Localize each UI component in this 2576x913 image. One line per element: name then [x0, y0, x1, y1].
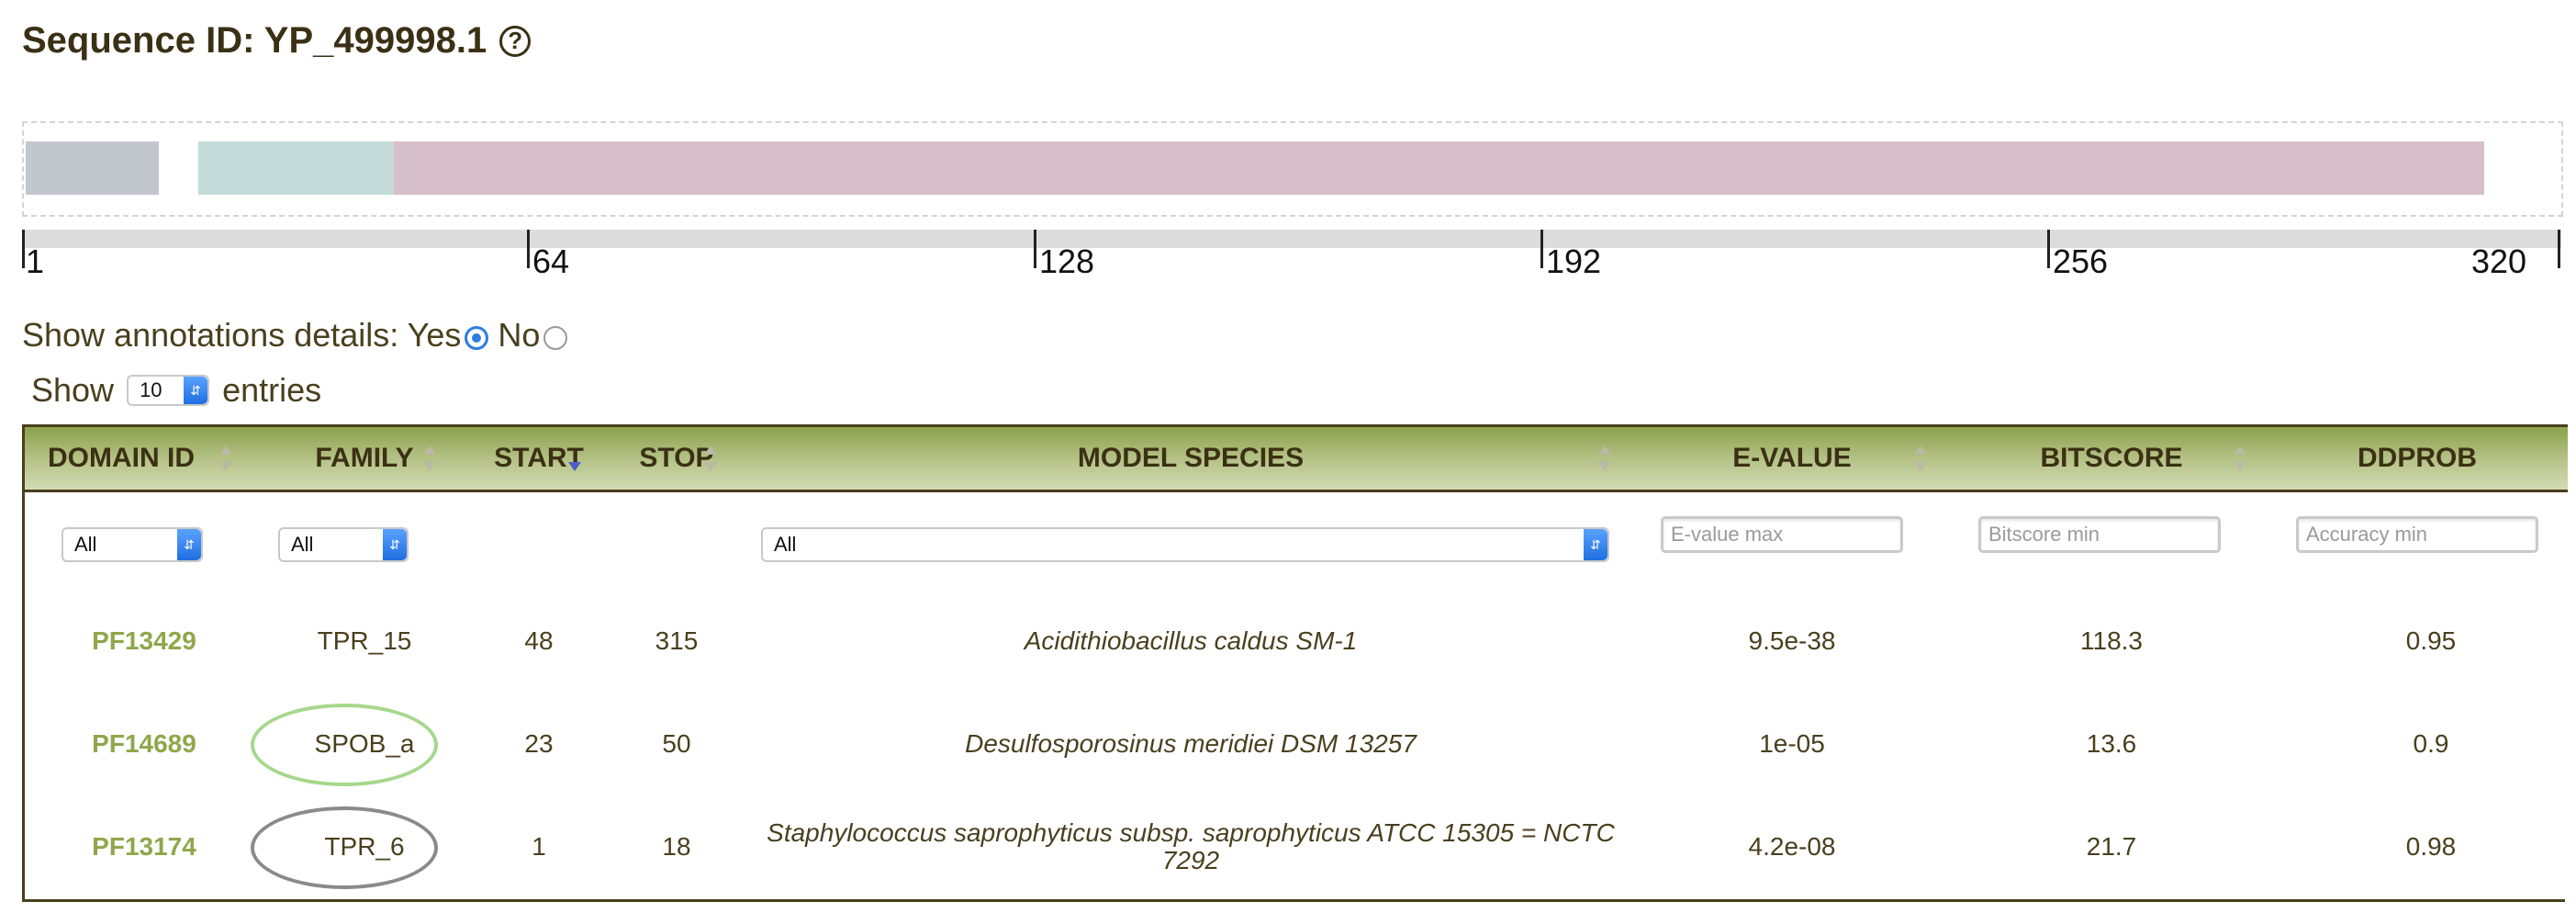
bitscore-cell: 118.3: [2080, 626, 2143, 655]
ruler-tick: [2047, 230, 2050, 268]
evalue-max-input[interactable]: [1661, 516, 1903, 553]
annotations-label: Show annotations details: Yes: [22, 316, 462, 354]
col-header-domain-id[interactable]: DOMAIN ID: [25, 427, 218, 490]
ruler-label: 1: [26, 242, 45, 280]
table-header: DOMAIN ID FAMILY START STOP MODEL SPECIE…: [25, 424, 2568, 492]
chevron-updown-icon: ⇵: [184, 377, 208, 404]
domains-table: DOMAIN ID FAMILY START STOP MODEL SPECIE…: [22, 424, 2568, 902]
sort-icon[interactable]: [219, 445, 232, 471]
annotations-toggle: Show annotations details: Yes No: [22, 316, 577, 355]
col-header-stop[interactable]: STOP: [612, 427, 741, 490]
model-species-cell: Acidithiobacillus caldus SM-1: [1024, 626, 1358, 655]
start-cell: 1: [532, 832, 546, 861]
col-header-start[interactable]: START: [475, 427, 603, 490]
col-header-label: BITSCORE: [2040, 443, 2183, 473]
ruler-line: [22, 230, 2561, 248]
domain-id-link[interactable]: PF13429: [92, 626, 196, 655]
ddprob-cell: 0.95: [2405, 626, 2457, 655]
model-species-cell: Desulfosporosinus meridiei DSM 13257: [965, 729, 1417, 758]
ddprob-cell: 0.98: [2405, 832, 2457, 861]
ruler-label: 192: [1546, 242, 1602, 280]
ruler-tick: [22, 230, 25, 268]
ruler-tick: [527, 230, 530, 268]
model-species-filter-select[interactable]: All ⇵: [761, 527, 1609, 562]
entries-select-value: 10: [140, 378, 162, 401]
chevron-updown-icon: ⇵: [383, 529, 407, 560]
family-cell: TPR_15: [317, 626, 412, 655]
sort-icon[interactable]: [704, 445, 717, 471]
col-header-label: STOP: [639, 443, 714, 473]
bitscore-cell: 13.6: [2086, 729, 2137, 758]
show-entries-suffix: entries: [222, 371, 322, 409]
model-species-cell: Staphylococcus saprophyticus subsp. sapr…: [767, 818, 1615, 874]
chevron-updown-icon: ⇵: [177, 529, 201, 560]
ruler-label: 320: [2471, 242, 2527, 280]
ruler-label: 64: [532, 242, 570, 280]
stop-cell: 315: [655, 626, 699, 655]
col-header-label: DOMAIN ID: [48, 443, 195, 473]
filter-value: All: [774, 533, 797, 556]
sequence-domain-map: [22, 121, 2563, 217]
col-header-bitscore[interactable]: BITSCORE: [1960, 427, 2263, 490]
sort-icon[interactable]: [1914, 445, 1927, 471]
show-entries-prefix: Show: [31, 371, 115, 409]
evalue-cell: 1e-05: [1759, 729, 1825, 758]
ruler-tick: [2558, 230, 2560, 268]
domain-id-filter-select[interactable]: All ⇵: [62, 527, 203, 562]
annotations-no-radio[interactable]: [543, 326, 568, 350]
start-cell: 48: [524, 626, 554, 655]
col-header-label: FAMILY: [315, 443, 414, 473]
start-cell: 23: [524, 729, 554, 758]
family-cell: TPR_6: [324, 832, 405, 861]
filter-value: All: [74, 533, 97, 556]
col-header-label: MODEL SPECIES: [1077, 443, 1305, 473]
page-title: Sequence ID: YP_499998.1 ?: [22, 20, 532, 62]
sequence-id-title: Sequence ID: YP_499998.1: [22, 20, 487, 61]
accuracy-min-input[interactable]: [2296, 516, 2538, 553]
ruler-label: 256: [2053, 242, 2109, 280]
ruler-tick: [1034, 230, 1036, 268]
sort-desc-icon[interactable]: [568, 445, 581, 471]
stop-cell: 18: [662, 832, 691, 861]
annotations-yes-radio[interactable]: [465, 326, 489, 350]
annotations-no-label: No: [498, 316, 541, 354]
entries-select[interactable]: 10 ⇵: [127, 375, 210, 406]
chevron-updown-icon: ⇵: [1584, 529, 1607, 560]
ruler-label: 128: [1039, 242, 1095, 280]
sort-icon[interactable]: [1598, 445, 1611, 471]
domain-id-link[interactable]: PF13174: [92, 832, 196, 861]
col-header-model-species[interactable]: MODEL SPECIES: [750, 427, 1631, 490]
bitscore-min-input[interactable]: [1978, 516, 2221, 553]
help-icon[interactable]: ?: [499, 25, 532, 57]
filter-value: All: [291, 533, 314, 556]
bitscore-cell: 21.7: [2086, 832, 2137, 861]
domain-bar-spob[interactable]: [197, 141, 409, 195]
evalue-cell: 9.5e-38: [1748, 626, 1836, 655]
ddprob-cell: 0.9: [2413, 729, 2449, 758]
ruler-tick: [1540, 230, 1543, 268]
domain-bar-tpr15[interactable]: [393, 141, 2484, 195]
family-filter-select[interactable]: All ⇵: [278, 527, 409, 562]
col-header-evalue[interactable]: E-VALUE: [1641, 427, 1943, 490]
sort-icon[interactable]: [2234, 445, 2246, 471]
sort-icon[interactable]: [423, 445, 436, 471]
domain-id-link[interactable]: PF14689: [92, 729, 196, 758]
col-header-family[interactable]: FAMILY: [263, 427, 465, 490]
domain-bar-tpr6[interactable]: [26, 141, 159, 195]
col-header-label: DDPROB: [2357, 443, 2477, 473]
col-header-ddprob[interactable]: DDPROB: [2279, 427, 2555, 490]
stop-cell: 50: [662, 729, 691, 758]
col-header-label: E-VALUE: [1732, 443, 1852, 473]
show-entries: Show 10 ⇵ entries: [31, 371, 321, 410]
evalue-cell: 4.2e-08: [1748, 832, 1836, 861]
family-cell: SPOB_a: [314, 729, 415, 758]
sequence-ruler: 1 64 128 192 256 320: [22, 230, 2561, 280]
